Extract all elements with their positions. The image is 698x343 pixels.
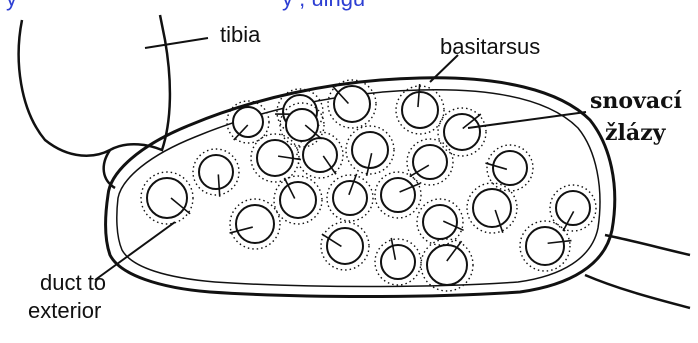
label-glands-line2: žlázy — [605, 122, 665, 144]
label-duct-line1: duct to — [40, 272, 106, 294]
spinning-gland — [303, 138, 337, 172]
spinning-gland — [327, 228, 363, 264]
label-glands-line1: snovací — [590, 90, 682, 112]
spinning-gland — [413, 145, 447, 179]
spinning-gland — [427, 245, 467, 285]
spinning-gland — [381, 178, 415, 212]
spinning-gland — [493, 151, 527, 185]
spinning-gland — [233, 107, 263, 137]
spinning-gland — [423, 205, 457, 239]
spinning-gland — [473, 189, 511, 227]
header-partial-caption: y , ulngu — [282, 0, 365, 10]
label-duct-line2: exterior — [28, 300, 101, 322]
gland-cluster — [141, 80, 596, 291]
spinning-gland — [381, 245, 415, 279]
label-tibia: tibia — [220, 24, 260, 46]
spinning-gland — [334, 86, 370, 122]
tibia-leader-line — [145, 38, 208, 48]
spinning-gland — [147, 178, 187, 218]
spinning-gland — [199, 155, 233, 189]
spinning-gland — [333, 181, 367, 215]
spinning-gland — [286, 109, 318, 141]
label-basitarsus: basitarsus — [440, 36, 540, 58]
spinning-gland — [280, 182, 316, 218]
spinning-gland — [402, 92, 438, 128]
spinning-gland — [526, 227, 564, 265]
spinning-gland — [236, 205, 274, 243]
header-left-mark: y — [6, 0, 17, 10]
tibia-outline — [19, 15, 170, 156]
tarsus-extension — [585, 235, 690, 308]
spinning-gland — [556, 191, 590, 225]
